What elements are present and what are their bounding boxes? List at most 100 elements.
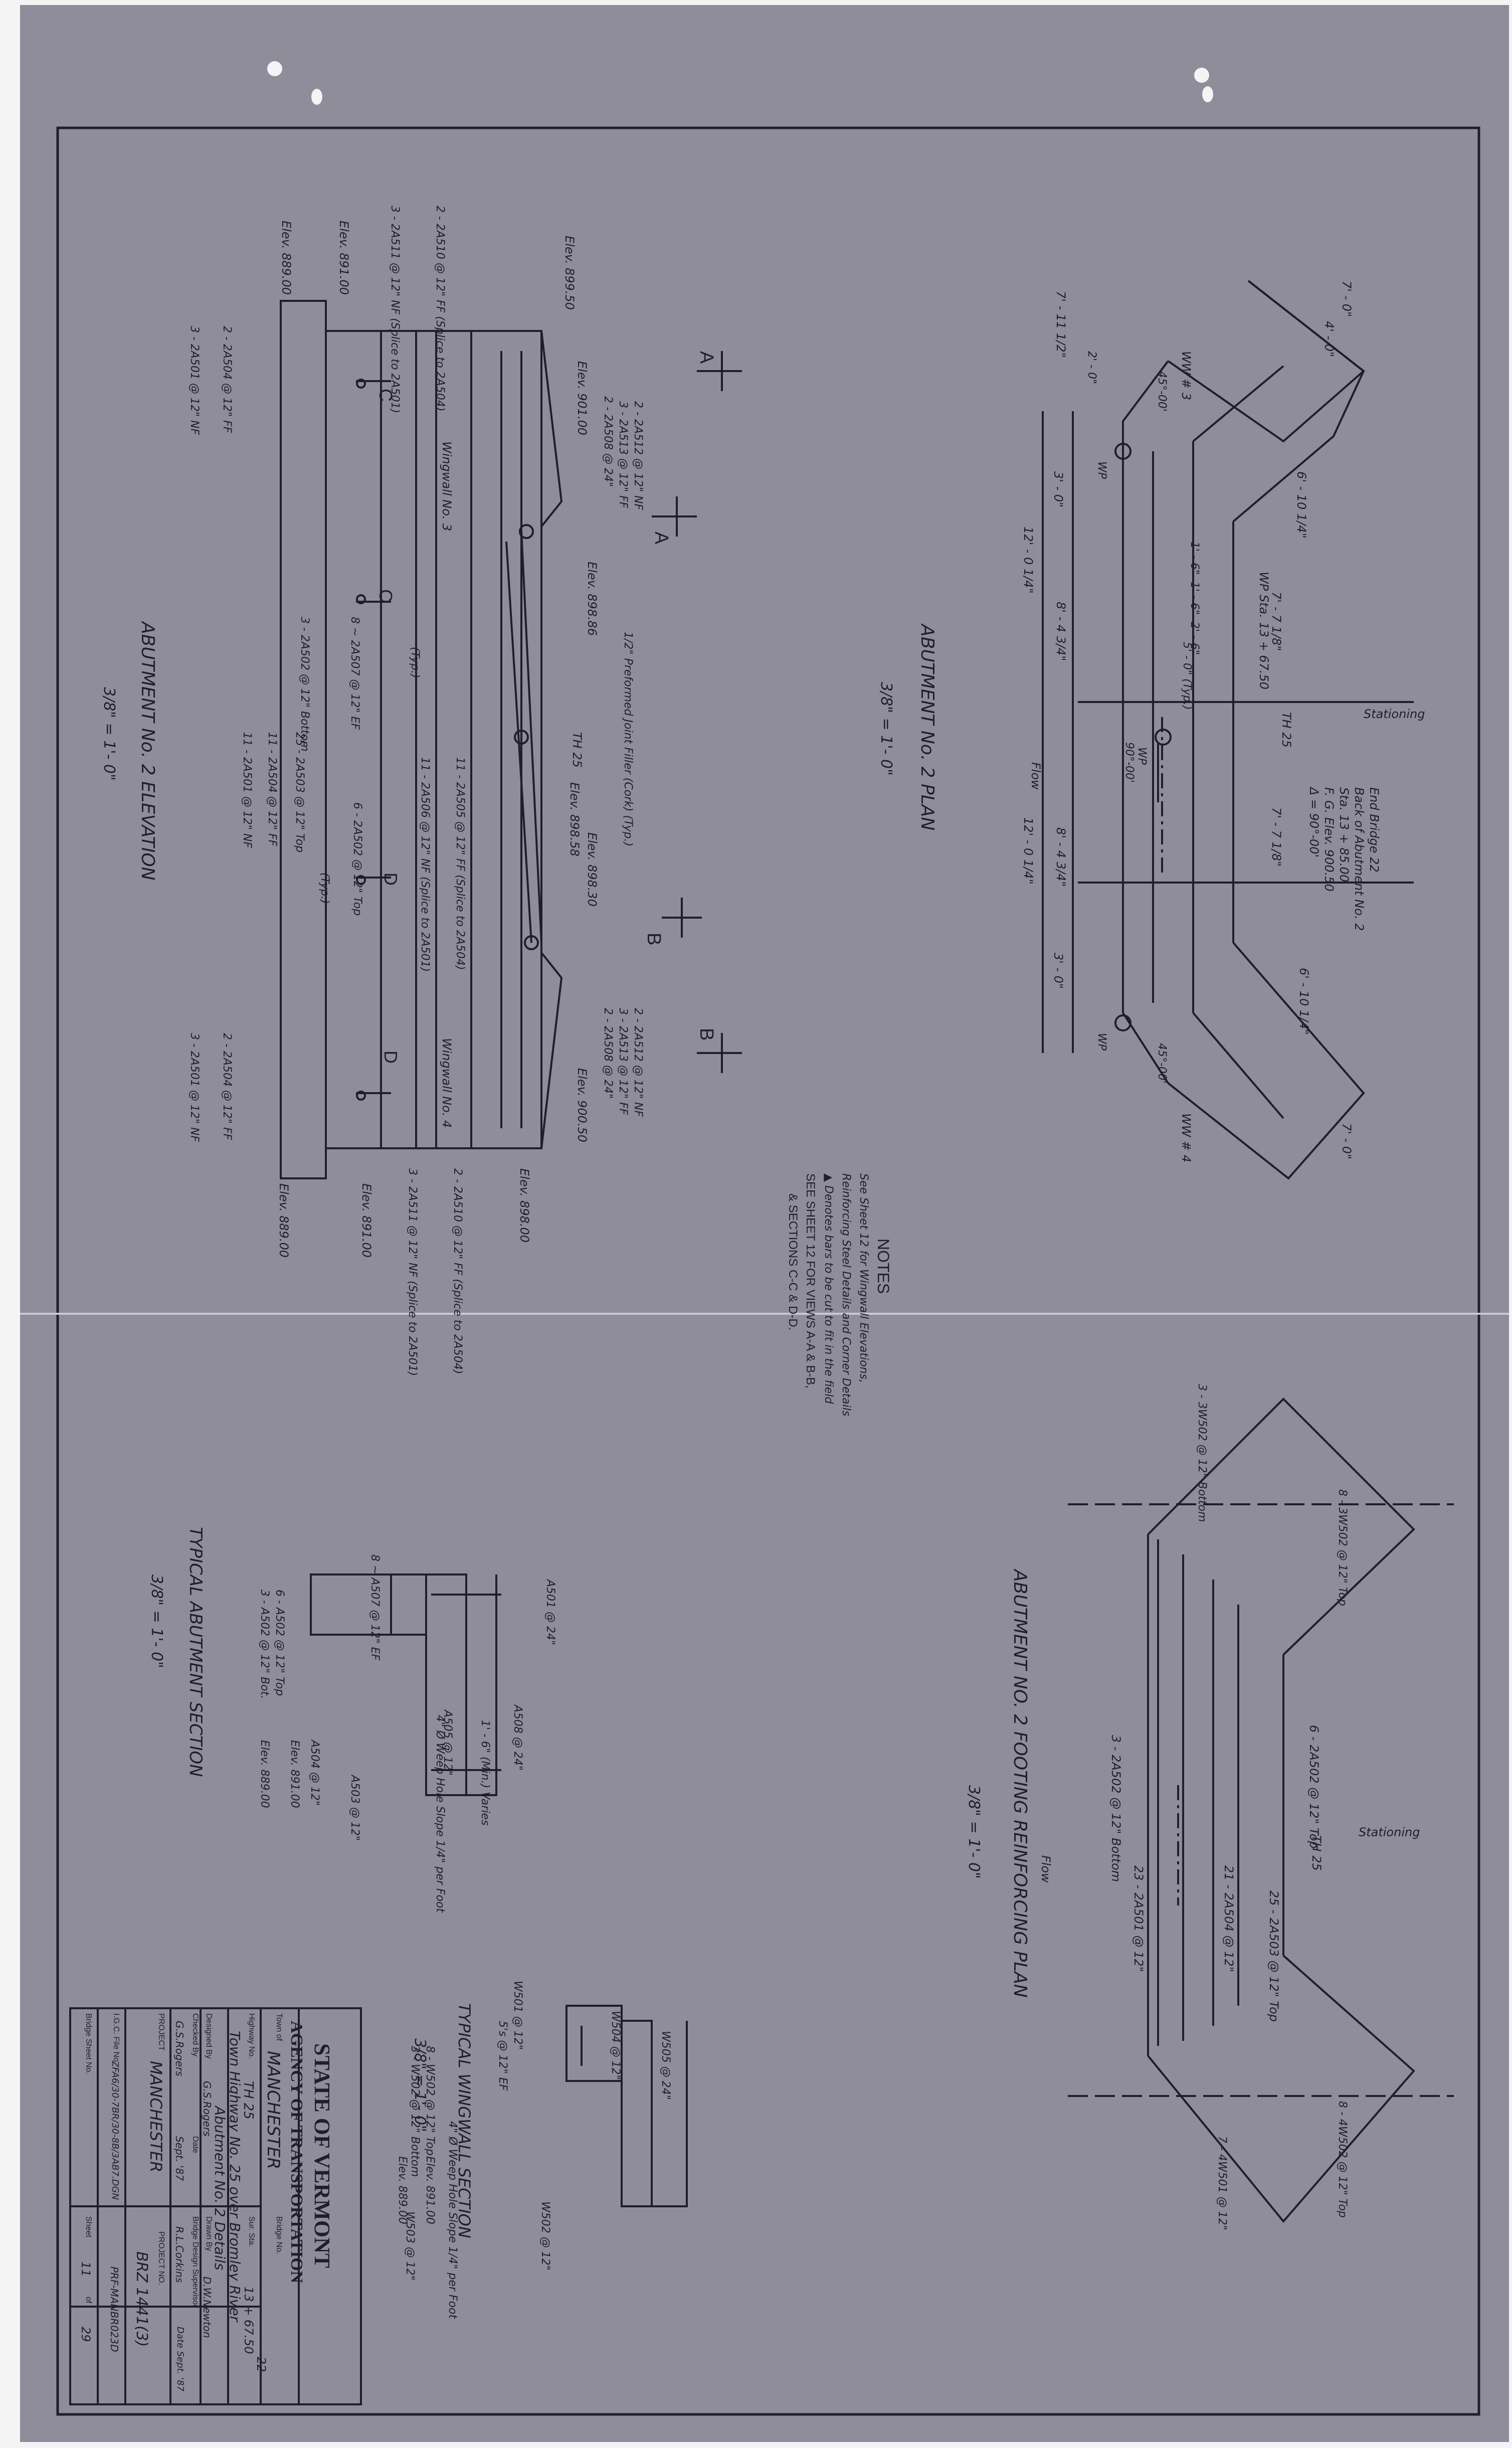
section-mark-a-right: A (651, 532, 672, 545)
wsec-w502: W502 @ 12" (539, 2201, 551, 2270)
elev-wingwall-3: Wingwall No. 3 (440, 441, 454, 532)
elev-bar-2505: 11 - 2A505 @ 12" FF (Splice to 2A504) (454, 757, 466, 970)
title-checked: G.S.Rogers (173, 2021, 185, 2076)
title-total: 29 (79, 2327, 93, 2342)
plan-wp-2: WP (1136, 747, 1148, 765)
sec-a507: 8 ~ A507 @ 12" EF (368, 1554, 381, 1661)
plan-dim-7-0: 7' - 0" (1340, 281, 1354, 317)
plan-ww3: WW # 3 (1179, 351, 1193, 401)
title-sur-sta: 13 + 67.50 (242, 2287, 256, 2354)
footing-bar-mid1: 21 - 2A504 @ 12" (1222, 1865, 1236, 1972)
plan-angle-90: 90°-00' (1123, 742, 1136, 783)
abutment-elevation-drawing (280, 300, 742, 1179)
elev-bar-2501b: 11 - 2A501 @ 12" NF (241, 732, 253, 848)
abutment-plan-drawing (1042, 280, 1414, 1180)
title-supervisor-label: Bridge Design Supervisor (191, 2216, 200, 2308)
elev-898-00: Elev. 898.00 (517, 1168, 531, 1243)
plan-dim-3a: 3' - 0" (1051, 471, 1065, 508)
plan-dim-6-10b: 6' - 10 1/4" (1294, 471, 1308, 539)
footing-bar-mid2: 23 - 2A501 @ 12" (1131, 1865, 1146, 1972)
plan-dim-12b: 12' - 0 1/4" (1021, 817, 1035, 885)
plan-angle-45-a: 45°-00' (1156, 371, 1168, 412)
section-mark-b-top: B (643, 933, 664, 946)
title-sheet: 11 (79, 2261, 93, 2277)
footing-w4: 7 - 4W501 @ 12" (1216, 2136, 1228, 2230)
wsec-w504: W504 @ 12" (609, 2011, 622, 2080)
elev-900-50: Elev. 900.50 (575, 1068, 589, 1143)
paper-background (20, 5, 1509, 2442)
footing-w3: 8 - 4W502 @ 12" Top (1336, 2101, 1349, 2218)
sec-elev-889: Elev. 889.00 (258, 1740, 271, 1808)
elev-889-left: Elev. 889.00 (279, 221, 293, 295)
plan-scale: 3/8" = 1'- 0" (877, 682, 895, 776)
elev-bar-2506: 11 - 2A506 @ 12" NF (Splice to 2A501) (419, 757, 431, 972)
elev-th25: TH 25 (570, 732, 584, 768)
title-igc-label: I.G.C. File No. (112, 2013, 120, 2064)
section-mark-a-left: A (696, 351, 717, 364)
sec-a502: 6 - A502 @ 12" Top (273, 1590, 286, 1696)
notes-line-5: & SECTIONS C-C & D-D. (786, 1193, 800, 1331)
title-bridge-no-label: Bridge No. (275, 2216, 283, 2254)
footing-plan-drawing (1068, 1397, 1454, 2223)
elev-bar-2513-right: 3 - 2A513 @ 12" FF (617, 1008, 629, 1115)
plan-dim-6-10: 6' - 10 1/4" (1297, 968, 1311, 1035)
plan-dim-7-7b: 7' - 7 1/8" (1269, 807, 1283, 867)
sec-elev-891: Elev. 891.00 (288, 1740, 301, 1808)
wsec-w501: W501 @ 12" (511, 1981, 524, 2050)
wsec-w505: W505 @ 24" (659, 2031, 672, 2100)
plan-wp-3: WP (1095, 1033, 1108, 1051)
plan-dim-1-6a: 1' - 6" (1188, 542, 1201, 575)
footing-w2: 8 - 3W502 @ 12" Top (1336, 1489, 1349, 1606)
footing-bar-bot: 3 - 2A502 @ 12" Bottom (1109, 1735, 1123, 1882)
plan-dim-8: 8' - 4 3/4" (1054, 602, 1068, 661)
elev-898-58: Elev. 898.58 (568, 782, 582, 857)
title-town: MANCHESTER (263, 2051, 283, 2170)
title-designed-label: Designed By (205, 2013, 213, 2059)
elev-bar-2509-nf: 3 - 2A511 @ 12" NF (Splice to 2A501) (406, 1168, 419, 1376)
elev-bar-2512-left: 2 - 2A512 @ 12" NF (632, 401, 644, 510)
wingwall-section-drawing (565, 2005, 688, 2207)
wsec-top: 8 - W502 @ 12" Top (424, 2046, 436, 2156)
wsec-ef: 5's @ 12" EF (496, 2021, 509, 2091)
title-date-2: Date Sept. '87 (175, 2327, 185, 2392)
notes-title: NOTES (874, 1239, 892, 1294)
plan-wp-sta: WP Sta. 13 + 67.50 (1257, 572, 1271, 690)
wsec-weep: 4" Ø Weep Hole Slope 1/4" per Foot (446, 2121, 459, 2319)
elev-bar-2509: 2 - 2A510 @ 12" FF (Splice to 2A504) (451, 1168, 464, 1374)
abutment-section-drawing (310, 1573, 501, 1796)
punch-hole-icon (1202, 86, 1213, 102)
elev-wingwall-4: Wingwall No. 4 (440, 1038, 454, 1128)
sec-a508: A508 @ 24" (511, 1705, 524, 1771)
elev-bar-2508-left: 2 - 2A508 @ 24" (602, 396, 614, 487)
section-mark-b-bottom: B (696, 1028, 717, 1041)
title-line-2: Abutment No. 2 Details (212, 2106, 228, 2270)
title-date: Sept. '87 (173, 2136, 185, 2181)
elev-typ-1: (Typ.) (409, 647, 421, 678)
footing-bar-top1: 25 - 2A503 @ 12" Top (1267, 1890, 1281, 2022)
title-supervisor: R.L.Corkins (173, 2226, 185, 2283)
title-sheet-label: Sheet (84, 2216, 93, 2237)
title-project-label: PROJECT (157, 2013, 165, 2051)
elev-898-86: Elev. 898.86 (585, 562, 599, 636)
plan-flow: Flow (1029, 762, 1043, 790)
plan-dim-7-0b: 7' - 0" (1340, 1123, 1354, 1160)
plan-dim-2-0: 2' - 0" (1085, 351, 1098, 385)
section-mark-d-2: D (381, 1051, 401, 1064)
sec-weep: 4" Ø Weep Hole Slope 1/4" per Foot (434, 1715, 446, 1913)
elev-891-right: Elev. 891.00 (359, 1183, 373, 1258)
plan-dim-7-11: 7' - 11 1/2" (1054, 291, 1068, 358)
elev-bar-2510: 2 - 2A510 @ 12" FF (Splice to 2A504) (434, 206, 446, 412)
sec-a501: A501 @ 24" (544, 1580, 556, 1646)
title-town-label: Town of (275, 2013, 283, 2041)
title-designed: G.S.Rogers (201, 2081, 213, 2137)
title-igc: ZFA6/30-7BR/30-8B/3AB7.DGN (110, 2061, 120, 2200)
plan-delta: Δ = 90°-00' (1307, 787, 1321, 858)
notes-line-4: SEE SHEET 12 FOR VIEWS A-A & B-B, (804, 1173, 817, 1389)
elev-bar-2512-right: 2 - 2A512 @ 12" NF (632, 1008, 644, 1117)
elev-889-right: Elev. 889.00 (277, 1183, 291, 1258)
title-file-code: PRF-MANBR023D (108, 2266, 120, 2352)
title-bridge-no: 22 (254, 2357, 268, 2372)
abutment-section-scale: 3/8" = 1'- 0" (148, 1575, 165, 1668)
footing-title: ABUTMENT NO. 2 FOOTING REINFORCING PLAN (1010, 1569, 1030, 1998)
